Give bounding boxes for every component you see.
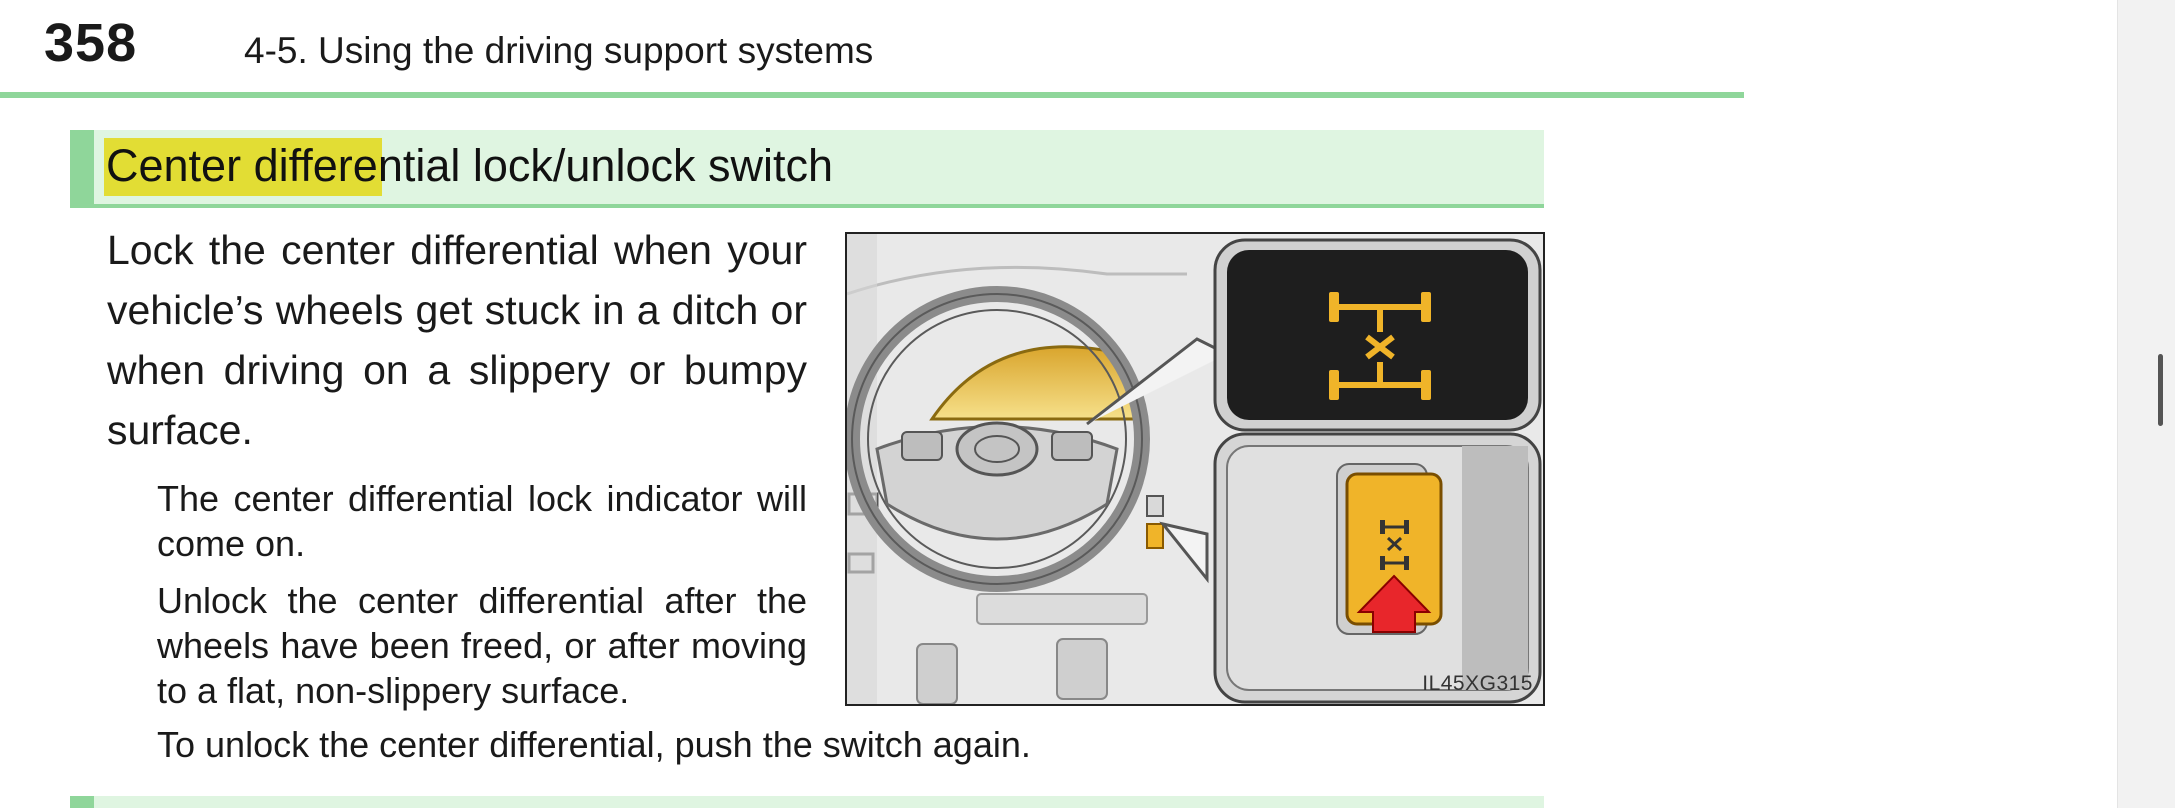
scrollbar[interactable] xyxy=(2117,0,2175,808)
manual-page: 358 4-5. Using the driving support syste… xyxy=(0,13,1744,808)
dashboard-illustration: IL45XG315 xyxy=(845,232,1545,706)
subitem-indicator: The center differential lock indicator w… xyxy=(157,478,807,564)
chapter-title: 4-5. Using the driving support systems xyxy=(244,30,874,71)
section-title: Center differential lock/unlock switch xyxy=(106,140,834,191)
figure-code: IL45XG315 xyxy=(1422,672,1533,695)
body-paragraph: Lock the center differential when your v… xyxy=(107,227,807,453)
subitem-unlock-after: Unlock the center differential after the… xyxy=(157,580,807,711)
header-divider xyxy=(0,92,1744,98)
page-number: 358 xyxy=(44,13,138,73)
scrollbar-thumb[interactable] xyxy=(2158,354,2163,426)
subitem-unlock: To unlock the center differential, push … xyxy=(157,724,1031,765)
next-section-accent xyxy=(70,796,94,808)
diff-lock-indicator-icon xyxy=(1329,292,1431,400)
steering-wheel-icon xyxy=(847,286,1150,592)
section-accent-bar xyxy=(70,130,94,204)
search-highlight xyxy=(104,138,382,196)
press-arrow-icon xyxy=(1356,574,1432,633)
diff-lock-switch-icon xyxy=(1380,520,1409,570)
next-section-band xyxy=(70,796,1544,808)
illustration-drawing xyxy=(847,234,1543,704)
section-heading: Center differential lock/unlock switch xyxy=(70,130,1544,208)
